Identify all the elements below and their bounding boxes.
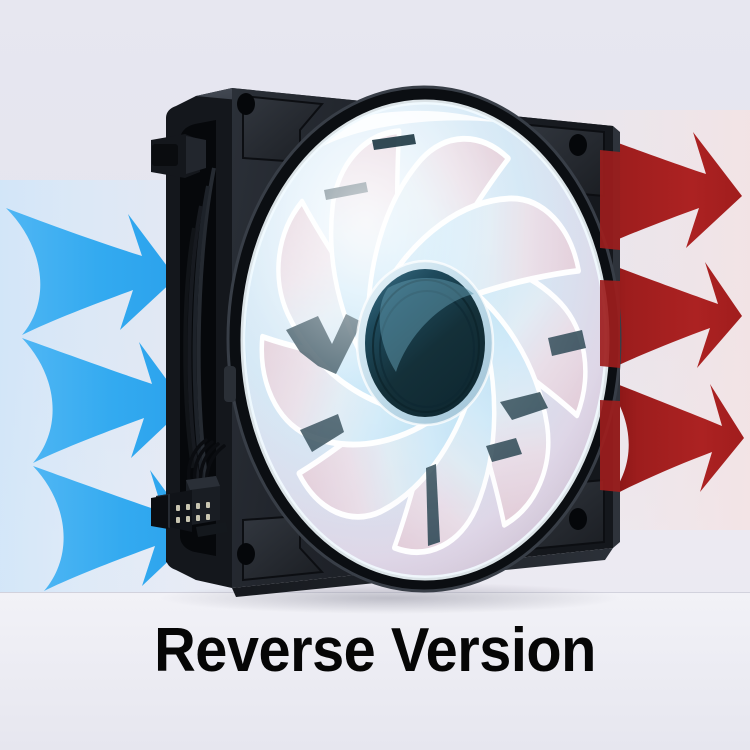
- intake-arrow-2: [22, 338, 186, 463]
- table-surface: [0, 592, 750, 750]
- hub-rim-light: [355, 259, 495, 427]
- rotor-top-notch: [372, 134, 416, 150]
- fan-power-connector: [151, 438, 228, 537]
- screw-hole-top-right: [569, 134, 587, 156]
- page-title: Reverse Version: [154, 616, 596, 685]
- cable-clip: [151, 134, 206, 178]
- screw-hole-top-left: [237, 93, 255, 115]
- intake-arrow-group: [6, 208, 197, 591]
- exhaust-arrow-2: [588, 256, 742, 373]
- fan-hub: [355, 259, 495, 427]
- intake-arrow-3: [33, 466, 197, 591]
- intake-arrow-1: [6, 208, 176, 335]
- frame-screw-holes: [237, 93, 587, 565]
- connector-housing-top: [186, 476, 220, 490]
- connector-latch: [196, 522, 228, 537]
- screw-hole-bottom-left: [237, 543, 255, 565]
- cable-clip-mid: [224, 366, 236, 402]
- connector-pins: [176, 502, 210, 523]
- exhaust-arrow-3: [602, 378, 744, 497]
- connector-lower-clip: [151, 495, 168, 529]
- screw-hole-bottom-right: [569, 508, 587, 530]
- exhaust-arrow-front-overlap: [600, 150, 620, 492]
- hub-gloss-highlight: [379, 277, 474, 372]
